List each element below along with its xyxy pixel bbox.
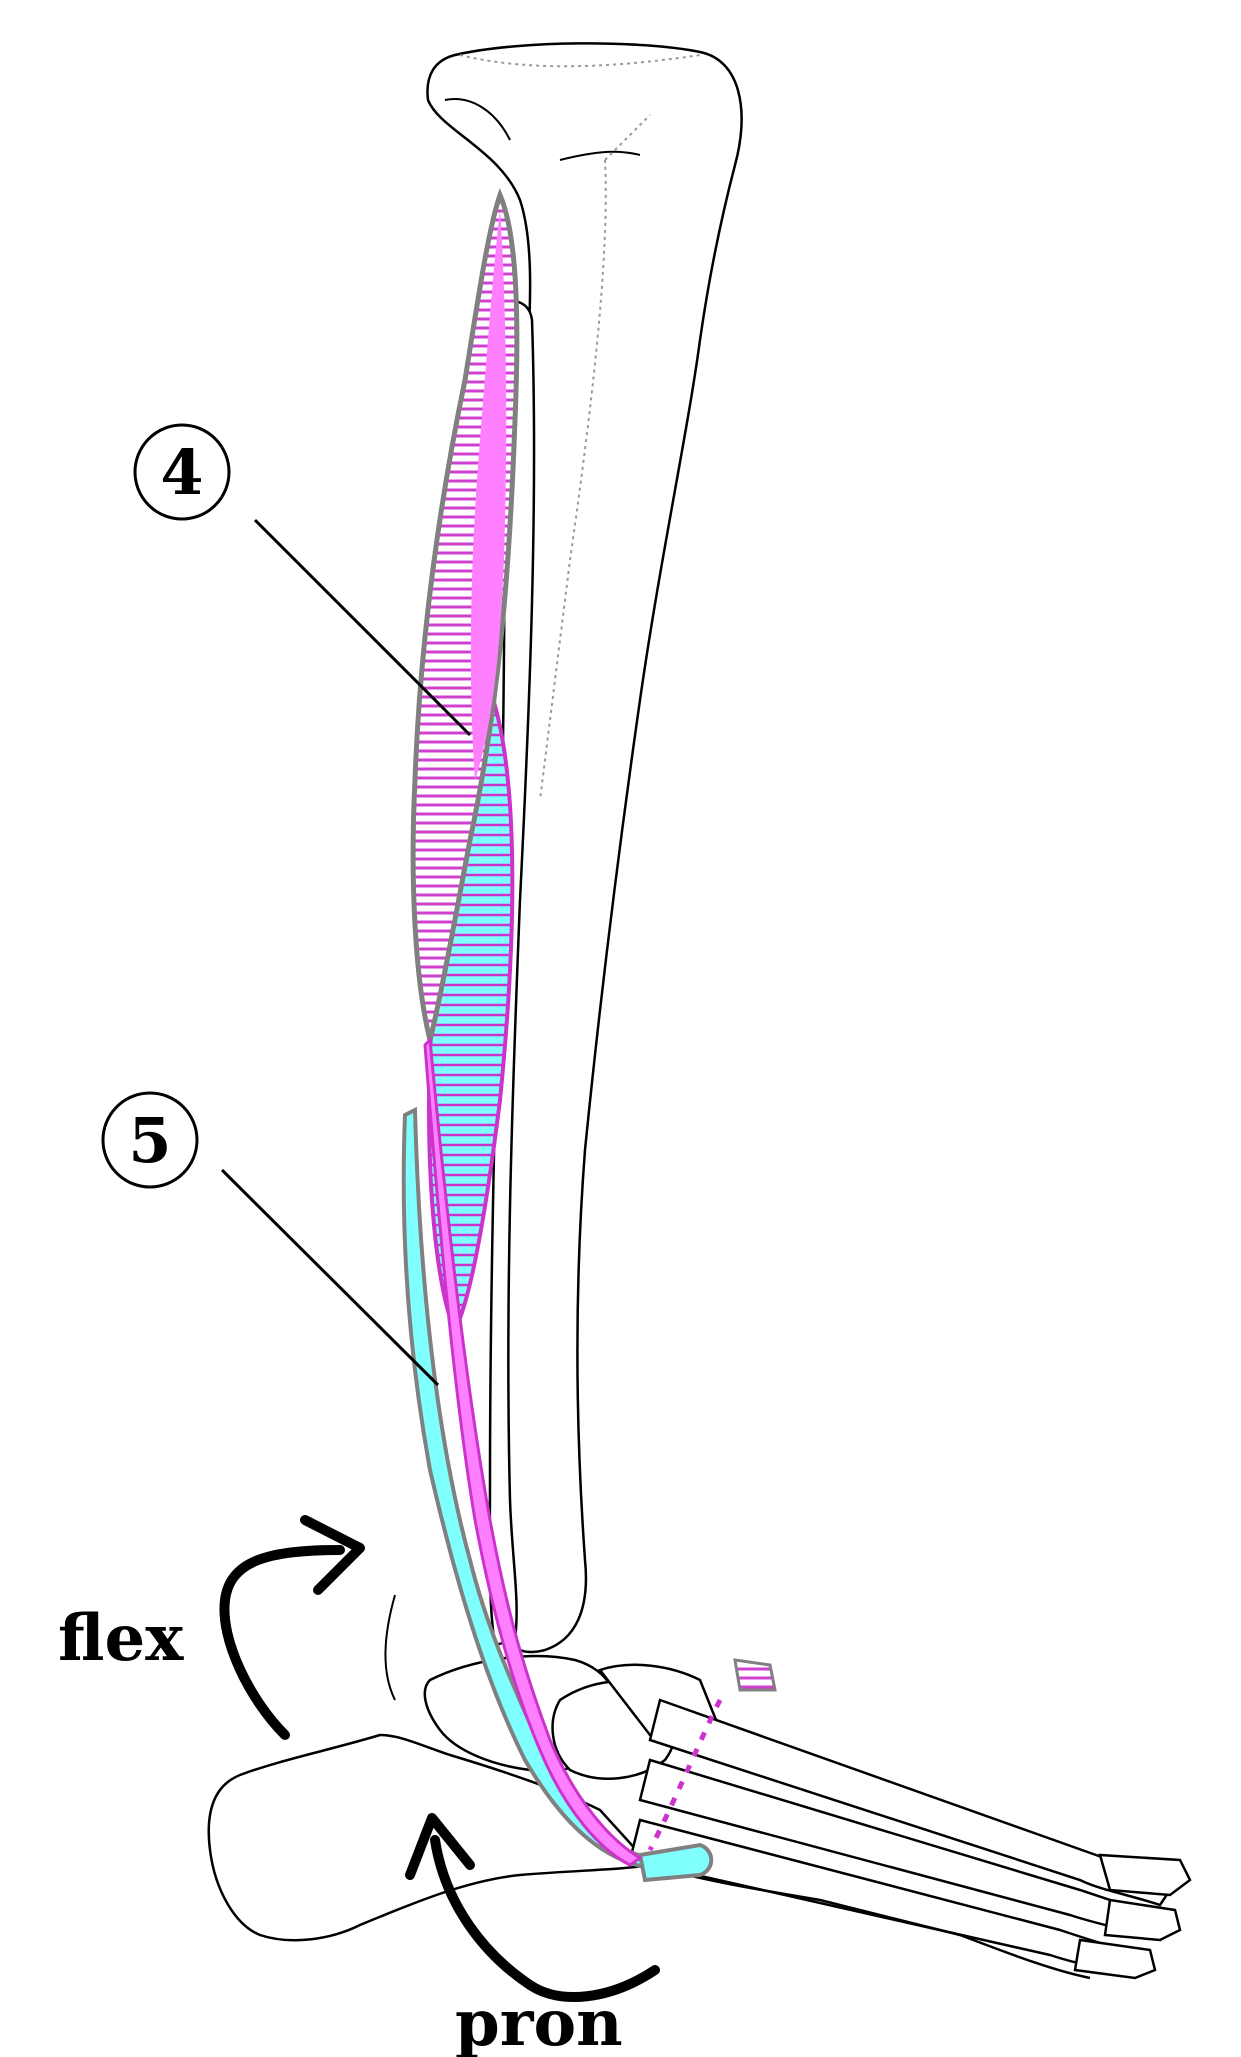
foot-bones bbox=[207, 1594, 1192, 1980]
flex-arrow bbox=[219, 1515, 365, 1740]
pron-label: pron bbox=[455, 1986, 623, 2057]
marker-5: 5 bbox=[101, 1091, 199, 1189]
pron-arrow bbox=[405, 1813, 660, 2002]
flex-label: flex bbox=[58, 1601, 184, 1676]
marker-5-label: 5 bbox=[128, 1104, 171, 1177]
muscle-4-pink bbox=[410, 188, 777, 1867]
marker-4-label: 4 bbox=[160, 436, 203, 509]
leader-line-4 bbox=[253, 518, 472, 737]
leader-line-5 bbox=[220, 1168, 440, 1387]
marker-4: 4 bbox=[133, 423, 231, 521]
